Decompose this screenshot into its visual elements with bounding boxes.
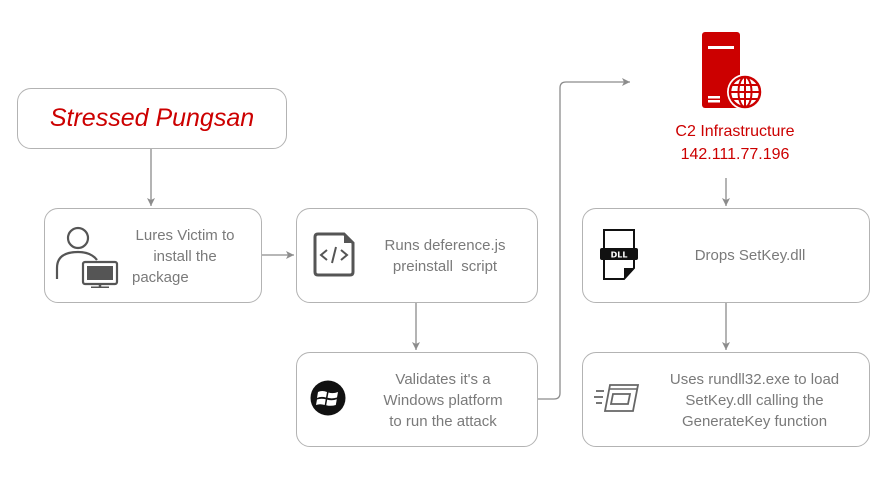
step-execute-line-2: SetKey.dll calling the — [685, 392, 824, 409]
step-lure-line-3: package — [132, 269, 189, 286]
step-execute-box — [582, 352, 870, 447]
actor-title: Stressed Pungsan — [49, 104, 255, 132]
user-computer-icon — [55, 226, 119, 288]
step-preinstall-line-1: Runs deference.js — [384, 237, 506, 254]
step-drop-line-1: Drops SetKey.dll — [694, 247, 806, 264]
step-execute-text: Uses rundll32.exe to load SetKey.dll cal… — [652, 369, 857, 432]
step-lure-line-2: install the — [153, 248, 217, 265]
step-lure-line-1: Lures Victim to — [135, 227, 235, 244]
run-window-icon — [594, 384, 640, 412]
step-execute-line-3: GenerateKey function — [681, 413, 828, 430]
step-execute-line-1: Uses rundll32.exe to load — [669, 371, 840, 388]
step-lure-text: Lures Victim to install the package — [120, 225, 250, 288]
c2-ip: 142.111.77.196 — [680, 146, 790, 163]
step-validate-line-3: to run the attack — [389, 413, 497, 430]
step-preinstall-line-2: preinstall script — [392, 258, 498, 275]
dll-file-icon: DLL — [600, 229, 638, 280]
connector-validate-to-c2 — [537, 78, 630, 400]
step-validate-line-1: Validates it's a — [395, 371, 491, 388]
windows-logo-icon — [310, 380, 346, 416]
step-preinstall-box — [296, 208, 538, 303]
step-lure-box — [44, 208, 262, 303]
actor-title-box: Stressed Pungsan — [17, 88, 287, 149]
c2-label: C2 Infrastructure — [675, 123, 795, 140]
svg-text:DLL: DLL — [611, 251, 628, 260]
server-globe-icon — [702, 32, 763, 110]
step-validate-text: Validates it's a Windows platform to run… — [358, 369, 528, 432]
code-file-icon — [313, 232, 355, 277]
step-drop-text: Drops SetKey.dll — [675, 245, 825, 266]
step-preinstall-text: Runs deference.js preinstall script — [365, 235, 525, 277]
step-validate-line-2: Windows platform — [383, 392, 503, 409]
